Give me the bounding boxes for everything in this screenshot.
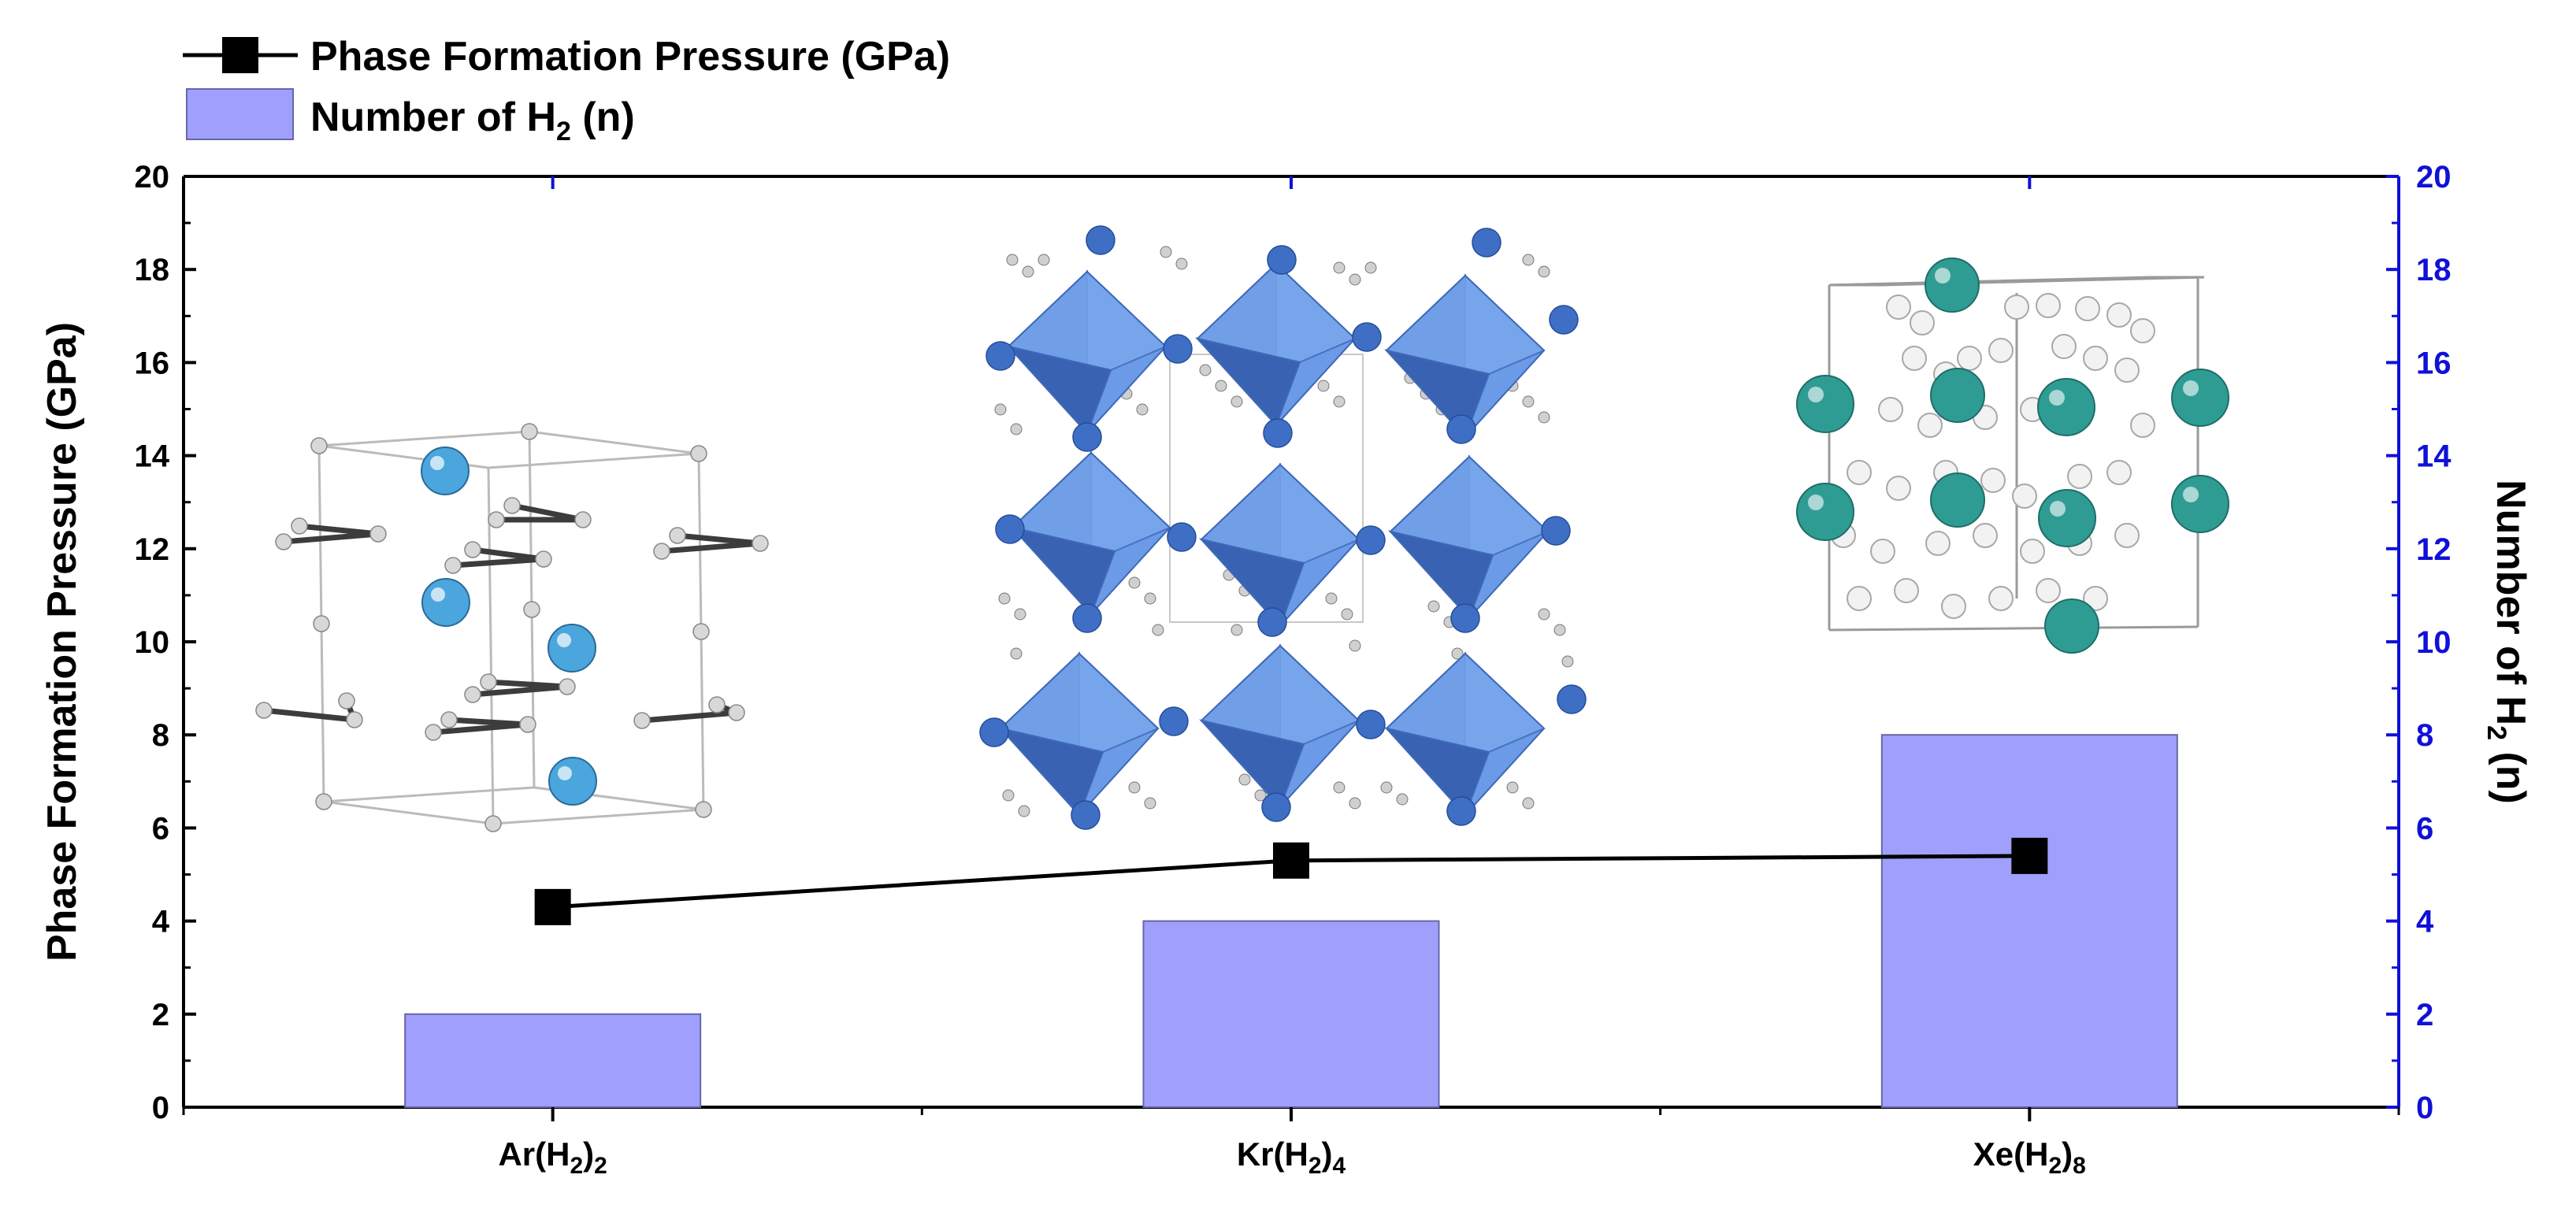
left-axis-title: Phase Formation Pressure (GPa) [39, 322, 85, 962]
legend-h2-sub: 2 [556, 117, 571, 146]
left-tick-label: 20 [135, 160, 170, 195]
x-tick-label: Kr(H2)4 [1237, 1136, 1346, 1179]
right-tick-label: 14 [2416, 439, 2452, 474]
left-tick-label: 0 [152, 1091, 169, 1125]
bar-1 [404, 1013, 702, 1109]
right-axis-ticks: 0 2 4 6 8 10 12 14 16 18 20 [2386, 160, 2452, 1125]
legend-pressure-icon [183, 37, 298, 73]
right-tick-label: 0 [2416, 1091, 2433, 1125]
right-axis-title-prefix: Number of H [2488, 480, 2533, 725]
right-tick-label: 12 [2416, 532, 2452, 567]
legend-h2-suffix: (n) [571, 94, 635, 140]
right-tick-label: 8 [2416, 718, 2433, 753]
right-tick-label: 16 [2416, 346, 2452, 380]
bar-3 [1880, 734, 2178, 1108]
x-tick-label-part: 2 [2048, 1153, 2062, 1179]
right-axis-title-suffix: (n) [2488, 740, 2533, 804]
x-tick-label-part: 2 [594, 1153, 607, 1179]
left-tick-label: 4 [152, 905, 170, 939]
right-tick-label: 6 [2416, 811, 2433, 846]
left-axis-ticks: 0 2 4 6 8 10 12 14 16 18 20 [135, 160, 196, 1125]
right-tick-label: 2 [2416, 998, 2433, 1032]
left-tick-label: 8 [152, 718, 169, 753]
right-axis-title-sub: 2 [2481, 725, 2511, 740]
left-tick-label: 2 [152, 998, 169, 1032]
right-tick-label: 10 [2416, 625, 2452, 660]
x-tick-label: Ar(H2)2 [498, 1136, 607, 1179]
x-tick-label: Xe(H2)8 [1973, 1136, 2086, 1179]
kr-octahedra [998, 261, 1550, 817]
x-tick-label-part: 4 [1333, 1153, 1346, 1179]
x-tick-label-part: ) [2062, 1136, 2073, 1173]
x-tick-label-part: Kr(H [1237, 1136, 1308, 1173]
left-tick-label: 18 [135, 253, 170, 287]
left-tick-label: 14 [135, 439, 170, 474]
bars [404, 734, 2178, 1109]
right-tick-label: 18 [2416, 253, 2452, 287]
legend-h2-prefix: Number of H [310, 94, 556, 140]
legend-h2-label: Number of H2 (n) [310, 94, 635, 146]
left-tick-label: 16 [135, 346, 170, 380]
left-tick-label: 12 [135, 532, 170, 567]
right-axis-title: Number of H2 (n) [2481, 480, 2533, 804]
pressure-marker-3 [2011, 837, 2048, 874]
legend-h2-swatch [186, 88, 294, 140]
xe-crystal-structure [1796, 258, 2229, 654]
right-tick-label: 4 [2416, 905, 2434, 939]
legend-pressure-label: Phase Formation Pressure (GPa) [310, 34, 950, 80]
pressure-series [534, 837, 2048, 925]
kr-crystal-structure [979, 225, 1587, 830]
pressure-marker-2 [1273, 842, 1309, 879]
legend: Phase Formation Pressure (GPa) Number of… [183, 34, 950, 146]
right-tick-label: 20 [2416, 160, 2452, 195]
x-tick-label-part: 2 [1308, 1153, 1322, 1179]
bar-2 [1142, 920, 1440, 1108]
left-tick-label: 10 [135, 625, 170, 660]
pressure-marker-1 [534, 888, 571, 925]
left-tick-label: 6 [152, 811, 169, 846]
x-tick-label-part: Ar(H [498, 1136, 570, 1173]
ar-crystal-structure [255, 423, 769, 832]
x-tick-label-part: 8 [2073, 1153, 2086, 1179]
x-tick-label-part: ) [1322, 1136, 1333, 1173]
x-tick-label-part: ) [583, 1136, 594, 1173]
x-tick-label-part: 2 [570, 1153, 583, 1179]
x-tick-label-part: Xe(H [1973, 1136, 2049, 1173]
